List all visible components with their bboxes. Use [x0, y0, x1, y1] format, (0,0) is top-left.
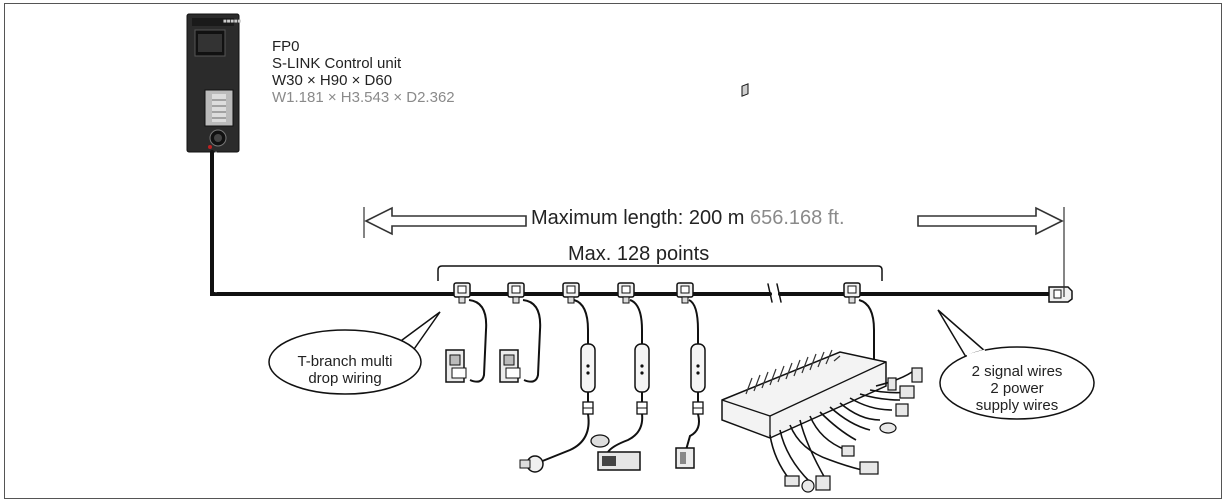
unit-dims-in: W1.181 × H3.543 × D2.362 — [272, 89, 455, 106]
unit-dims-mm: W30 × H90 × D60 — [272, 72, 393, 89]
callout-bubble-left — [268, 311, 441, 395]
t-connector-icon — [453, 282, 471, 304]
callout-left-line1: T-branch multi — [297, 353, 393, 370]
plc-unit-icon — [186, 13, 240, 153]
callout-right-text: 2 signal wires 2 power supply wires — [942, 363, 1092, 414]
unit-model: FP0 — [272, 38, 300, 55]
points-label: Max. 128 points — [568, 243, 710, 265]
sensor-icon — [675, 299, 706, 469]
sensor-icon — [519, 299, 596, 473]
io-terminal-block-icon — [721, 83, 923, 493]
callout-left-line2: drop wiring — [308, 370, 382, 387]
length-label: Maximum length: 200 m 656.168 ft. — [531, 206, 845, 230]
control-unit-label: FP0 S-LINK Control unit W30 × H90 × D60 … — [272, 38, 455, 106]
sensor-icon — [445, 299, 488, 383]
callout-right-line2: 2 power — [990, 380, 1044, 397]
sensor-icon — [590, 299, 650, 471]
callout-bubble-right — [937, 309, 1095, 420]
length-metric: Maximum length: 200 m — [531, 207, 745, 229]
callout-right-line3: supply wires — [975, 397, 1059, 414]
t-connector-icon — [507, 282, 525, 304]
length-imperial: 656.168 ft. — [749, 207, 845, 229]
length-arrow — [363, 206, 1065, 297]
brand-mark: ■■■■■ — [223, 19, 241, 25]
sensor-icon — [499, 299, 542, 383]
diagram-frame — [4, 3, 1222, 499]
callout-right-line1: 2 signal wires — [971, 363, 1063, 380]
callout-left-text: T-branch multi drop wiring — [270, 353, 420, 387]
points-bracket — [437, 265, 883, 281]
unit-name: S-LINK Control unit — [272, 55, 402, 72]
terminator-icon — [1048, 286, 1073, 303]
t-connector-icon — [843, 282, 861, 304]
